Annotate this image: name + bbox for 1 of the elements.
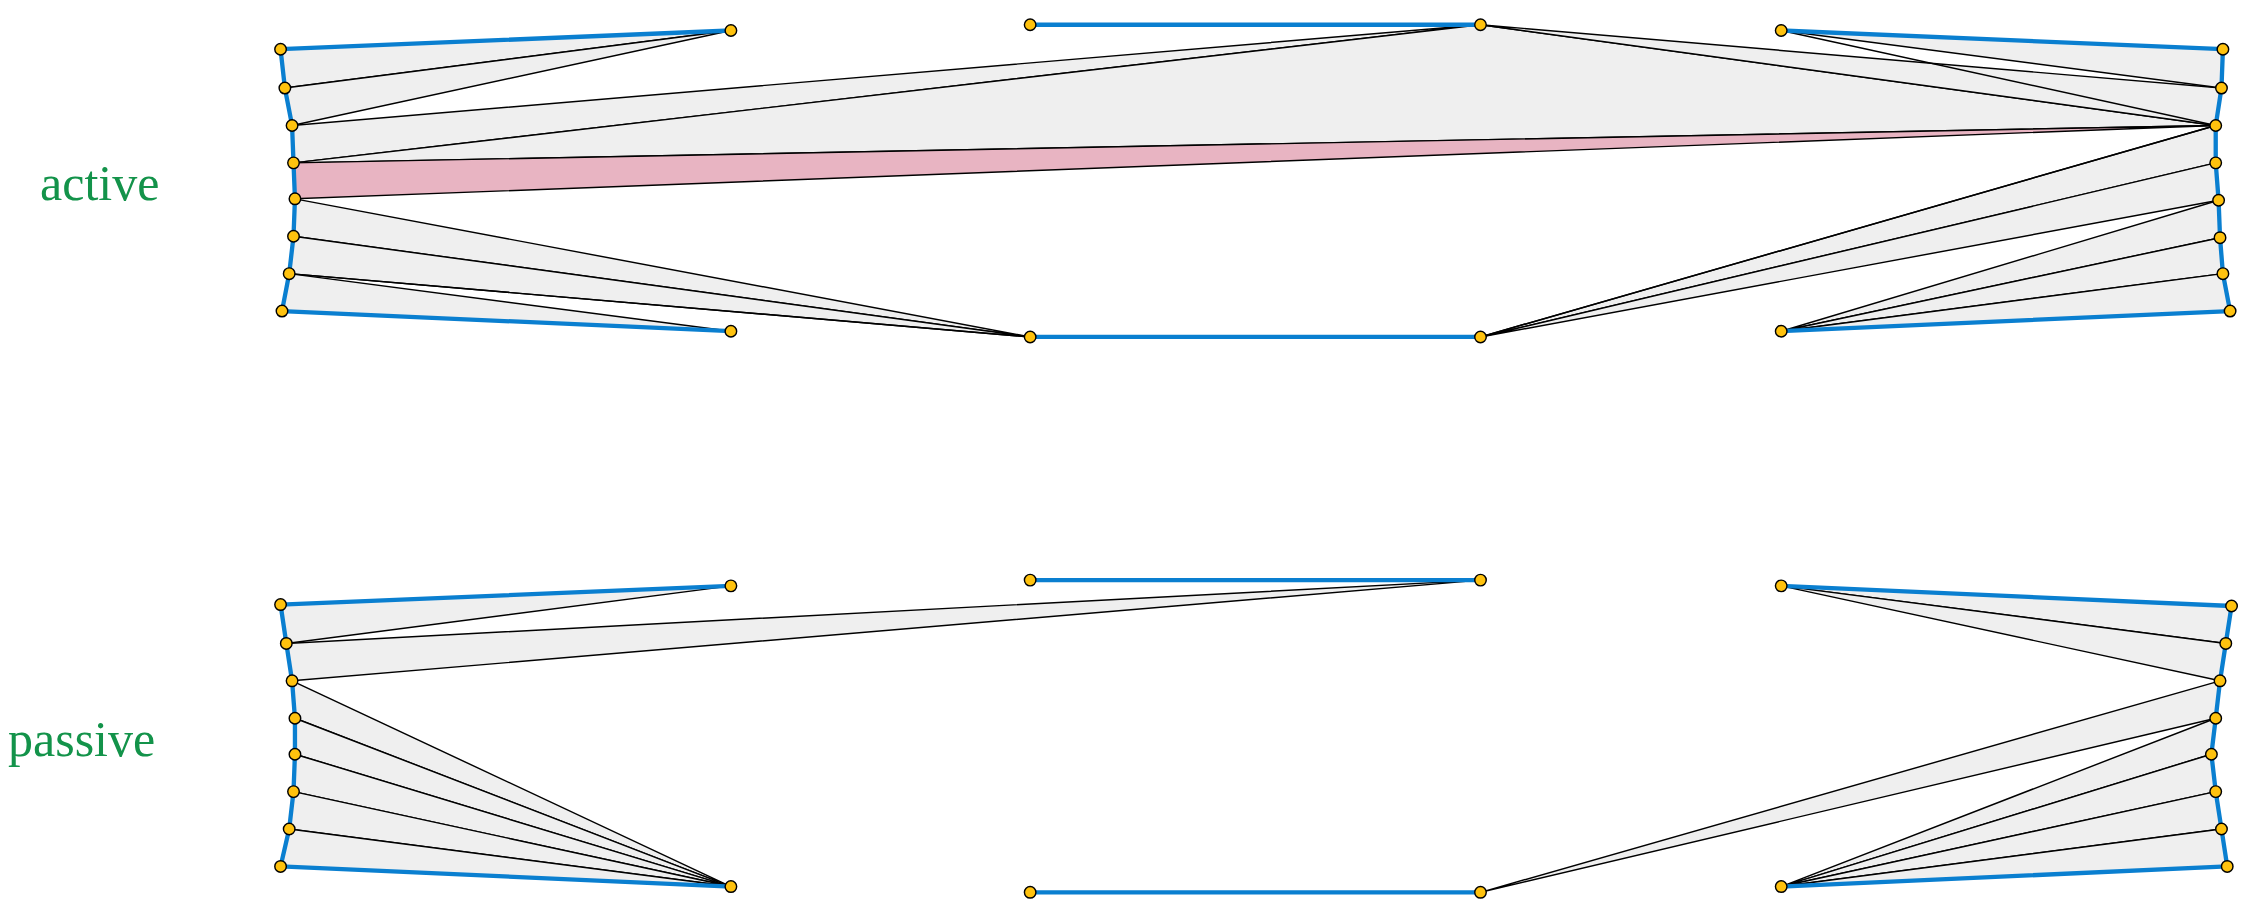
state-label: active <box>40 158 160 208</box>
